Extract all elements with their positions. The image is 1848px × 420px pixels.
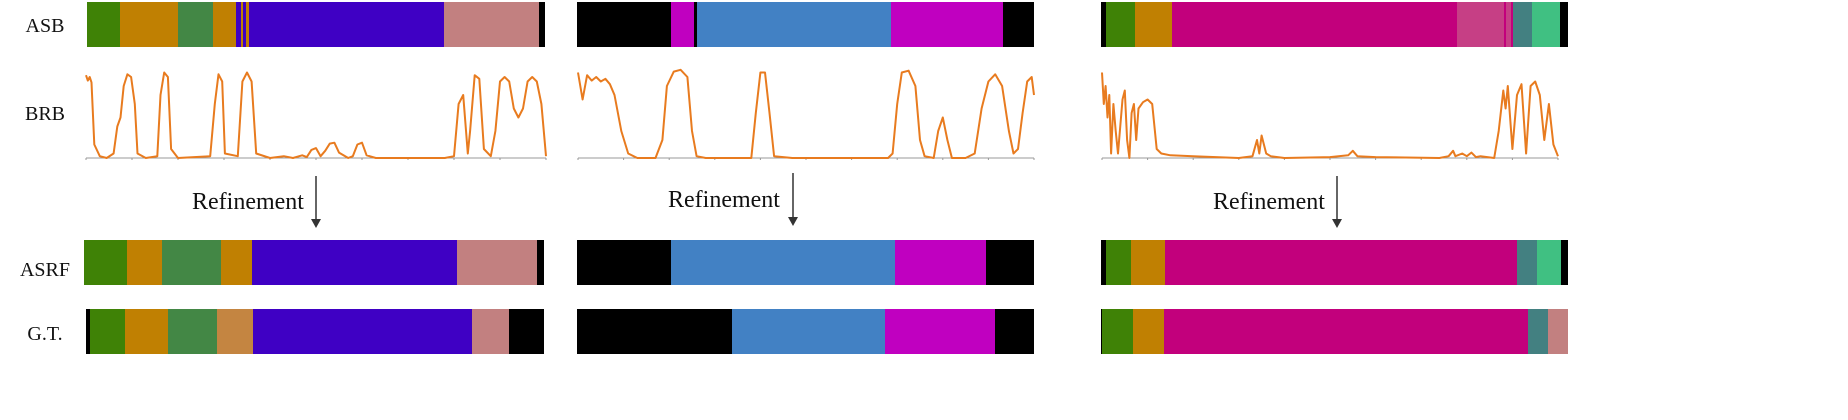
asrf-segment xyxy=(457,240,538,285)
gt-segment xyxy=(1101,309,1133,354)
gt-segment xyxy=(217,309,253,354)
asb-segment xyxy=(248,2,445,47)
asrf-bar-panel-3 xyxy=(1101,240,1568,285)
asb-segment xyxy=(236,2,241,47)
gt-segment xyxy=(732,309,886,354)
asb-segment xyxy=(1105,2,1135,47)
gt-segment xyxy=(995,309,1034,354)
asb-segment xyxy=(539,2,545,47)
gt-segment xyxy=(1163,309,1528,354)
asrf-segment xyxy=(985,240,1034,285)
asb-segment xyxy=(1513,2,1532,47)
row-label-asb: ASB xyxy=(25,15,65,37)
gt-segment xyxy=(86,309,90,354)
asrf-segment xyxy=(1164,240,1517,285)
asrf-segment xyxy=(1106,240,1131,285)
asb-segment xyxy=(1101,2,1106,47)
gt-segment xyxy=(125,309,168,354)
asb-segment xyxy=(1510,2,1514,47)
asrf-segment xyxy=(1516,240,1538,285)
asb-segment xyxy=(1134,2,1172,47)
asb-segment xyxy=(670,2,694,47)
gt-segment xyxy=(252,309,473,354)
asb-segment xyxy=(1456,2,1504,47)
arrow-head-icon xyxy=(788,217,798,226)
asb-segment xyxy=(693,2,698,47)
asrf-segment xyxy=(84,240,128,285)
asrf-segment xyxy=(577,240,671,285)
asrf-segment xyxy=(670,240,895,285)
arrow-head-icon xyxy=(311,219,321,228)
gt-segment xyxy=(508,309,544,354)
asrf-segment xyxy=(127,240,163,285)
asb-segment xyxy=(1531,2,1560,47)
asrf-segment xyxy=(162,240,221,285)
asb-segment xyxy=(444,2,540,47)
row-label-brb: BRB xyxy=(24,103,66,125)
brb-curve xyxy=(577,68,1035,159)
asb-segment xyxy=(697,2,892,47)
asb-segment xyxy=(1003,2,1034,47)
gt-segment xyxy=(472,309,509,354)
asb-segment xyxy=(243,2,247,47)
brb-curve xyxy=(85,71,547,159)
gt-segment xyxy=(1101,309,1102,354)
asrf-segment xyxy=(1130,240,1165,285)
gt-bar-panel-2 xyxy=(577,309,1034,354)
asb-segment xyxy=(1559,2,1568,47)
row-label-gt: G.T. xyxy=(27,323,63,345)
asb-segment xyxy=(577,2,671,47)
asrf-segment xyxy=(1537,240,1562,285)
brb-curve xyxy=(1101,72,1559,159)
gt-bar-panel-1 xyxy=(86,309,544,354)
asb-segment xyxy=(240,2,244,47)
gt-segment xyxy=(885,309,996,354)
asrf-segment xyxy=(537,240,544,285)
asrf-segment xyxy=(1561,240,1568,285)
gt-bar-panel-3 xyxy=(1101,309,1568,354)
refinement-label-panel-2: Refinement xyxy=(668,187,780,213)
asb-segment xyxy=(177,2,214,47)
asrf-bar-panel-2 xyxy=(577,240,1034,285)
asb-bar-panel-3 xyxy=(1101,2,1568,47)
asb-segment xyxy=(87,2,120,47)
gt-segment xyxy=(577,309,733,354)
asrf-segment xyxy=(220,240,253,285)
asrf-bar-panel-1 xyxy=(84,240,544,285)
gt-segment xyxy=(167,309,218,354)
asb-segment xyxy=(119,2,178,47)
gt-segment xyxy=(1547,309,1568,354)
asb-segment xyxy=(1171,2,1457,47)
gt-segment xyxy=(1527,309,1548,354)
gt-segment xyxy=(1132,309,1164,354)
asrf-segment xyxy=(894,240,986,285)
asrf-segment xyxy=(1101,240,1107,285)
arrow-head-icon xyxy=(1332,219,1342,228)
asb-segment xyxy=(213,2,237,47)
asrf-segment xyxy=(252,240,458,285)
asb-segment xyxy=(1503,2,1506,47)
row-label-asrf: ASRF xyxy=(19,259,71,281)
gt-segment xyxy=(89,309,126,354)
refinement-label-panel-1: Refinement xyxy=(192,189,304,215)
asb-segment xyxy=(891,2,1004,47)
asb-segment xyxy=(1505,2,1511,47)
asb-bar-panel-2 xyxy=(577,2,1034,47)
asb-bar-panel-1 xyxy=(87,2,545,47)
asb-segment xyxy=(246,2,249,47)
refinement-label-panel-3: Refinement xyxy=(1213,189,1325,215)
